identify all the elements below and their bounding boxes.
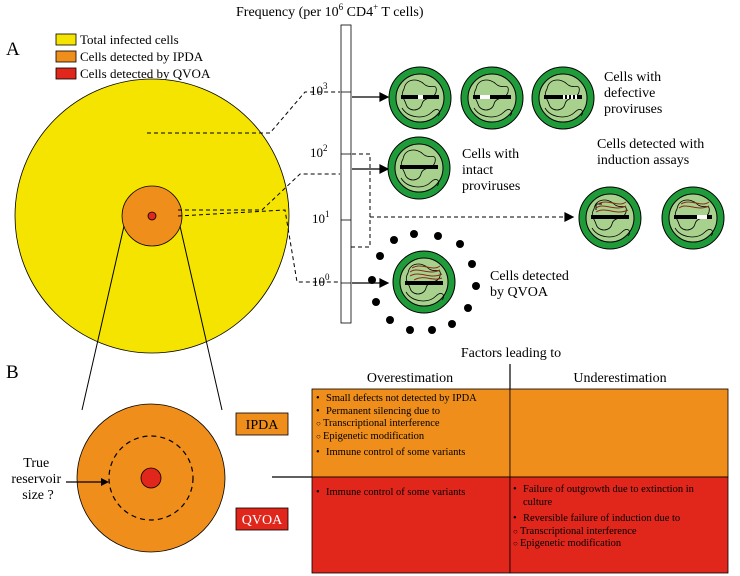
legend-label-total: Total infected cells	[80, 32, 179, 47]
frequency-axis	[340, 24, 352, 324]
qvoa-under-item-2: Reversible failure of induction due to	[513, 513, 725, 526]
tick-label-3: 103	[310, 81, 328, 98]
qvoa-row-label: QVOA	[242, 513, 283, 528]
tick-label-1: 101	[312, 209, 330, 226]
induction-label: Cells detected with induction assays	[597, 137, 708, 168]
qvoa-cell	[368, 230, 480, 334]
ipda-over-item-4: Epigenetic modification	[316, 431, 508, 444]
qvoa-circle	[147, 211, 157, 221]
qvoa-under-item-4: Epigenetic modification	[513, 538, 725, 551]
true-size-arrow	[101, 478, 109, 486]
true-size-label: True reservoir size ?	[11, 456, 64, 503]
axis-title: Frequency (per 106 CD4+ T cells)	[236, 2, 424, 20]
qvoa-under-item-1: Failure of outgrowth due to extinction i…	[513, 484, 725, 509]
intact-label: Cells with intact proviruses	[462, 147, 523, 194]
qvoa-over-item-1: Immune control of some variants	[316, 487, 508, 500]
induction-cell-2	[661, 186, 725, 250]
true-size-dashed-circle	[108, 435, 194, 521]
defective-cell-3	[531, 66, 595, 130]
zoom-line-left	[81, 225, 125, 411]
qvoa-under-text: Failure of outgrowth due to extinction i…	[513, 484, 725, 551]
legend: Total infected cells Cells detected by I…	[55, 32, 211, 81]
virion-dots	[368, 230, 480, 334]
defective-cell-1	[388, 66, 452, 130]
col-overestimation: Overestimation	[367, 371, 453, 386]
tick-label-0: 100	[312, 272, 330, 289]
zoom-line-right	[179, 225, 223, 411]
qvoa-row-label-box	[235, 507, 289, 531]
legend-swatch-red	[55, 67, 77, 80]
dashed-connectors	[147, 91, 567, 283]
ipda-over-item-3: Transcriptional interference	[316, 418, 508, 431]
qvoa-cell-label: Cells detected by QVOA	[490, 269, 572, 300]
ipda-row-label: IPDA	[246, 418, 280, 433]
legend-label-qvoa: Cells detected by QVOA	[80, 66, 211, 81]
ipda-over-item-1: Small defects not detected by IPDA	[316, 393, 508, 406]
ipda-over-item-5: Immune control of some variants	[316, 447, 508, 460]
qvoa-over-text: Immune control of some variants	[316, 487, 508, 500]
ipda-over-text: Small defects not detected by IPDA Perma…	[316, 393, 508, 460]
panel-b-label: B	[6, 362, 19, 383]
legend-swatch-orange	[55, 50, 77, 63]
legend-swatch-yellow	[55, 33, 77, 46]
factors-title: Factors leading to	[461, 346, 561, 361]
ipda-over-item-2: Permanent silencing due to	[316, 406, 508, 419]
ipda-under-cell	[509, 388, 729, 478]
intact-cell	[387, 136, 451, 200]
zoomed-qvoa-circle	[140, 467, 162, 489]
legend-label-ipda: Cells detected by IPDA	[80, 49, 204, 64]
defective-label: Cells with defective proviruses	[604, 70, 665, 117]
panel-a-label: A	[6, 39, 20, 60]
qvoa-under-item-3: Transcriptional interference	[513, 526, 725, 539]
axis-arrows	[352, 92, 575, 288]
induction-cell-1	[578, 186, 642, 250]
tick-label-2: 102	[310, 143, 328, 160]
defective-cell-2	[460, 66, 524, 130]
col-underestimation: Underestimation	[573, 371, 666, 386]
ipda-row-label-box	[235, 412, 289, 436]
